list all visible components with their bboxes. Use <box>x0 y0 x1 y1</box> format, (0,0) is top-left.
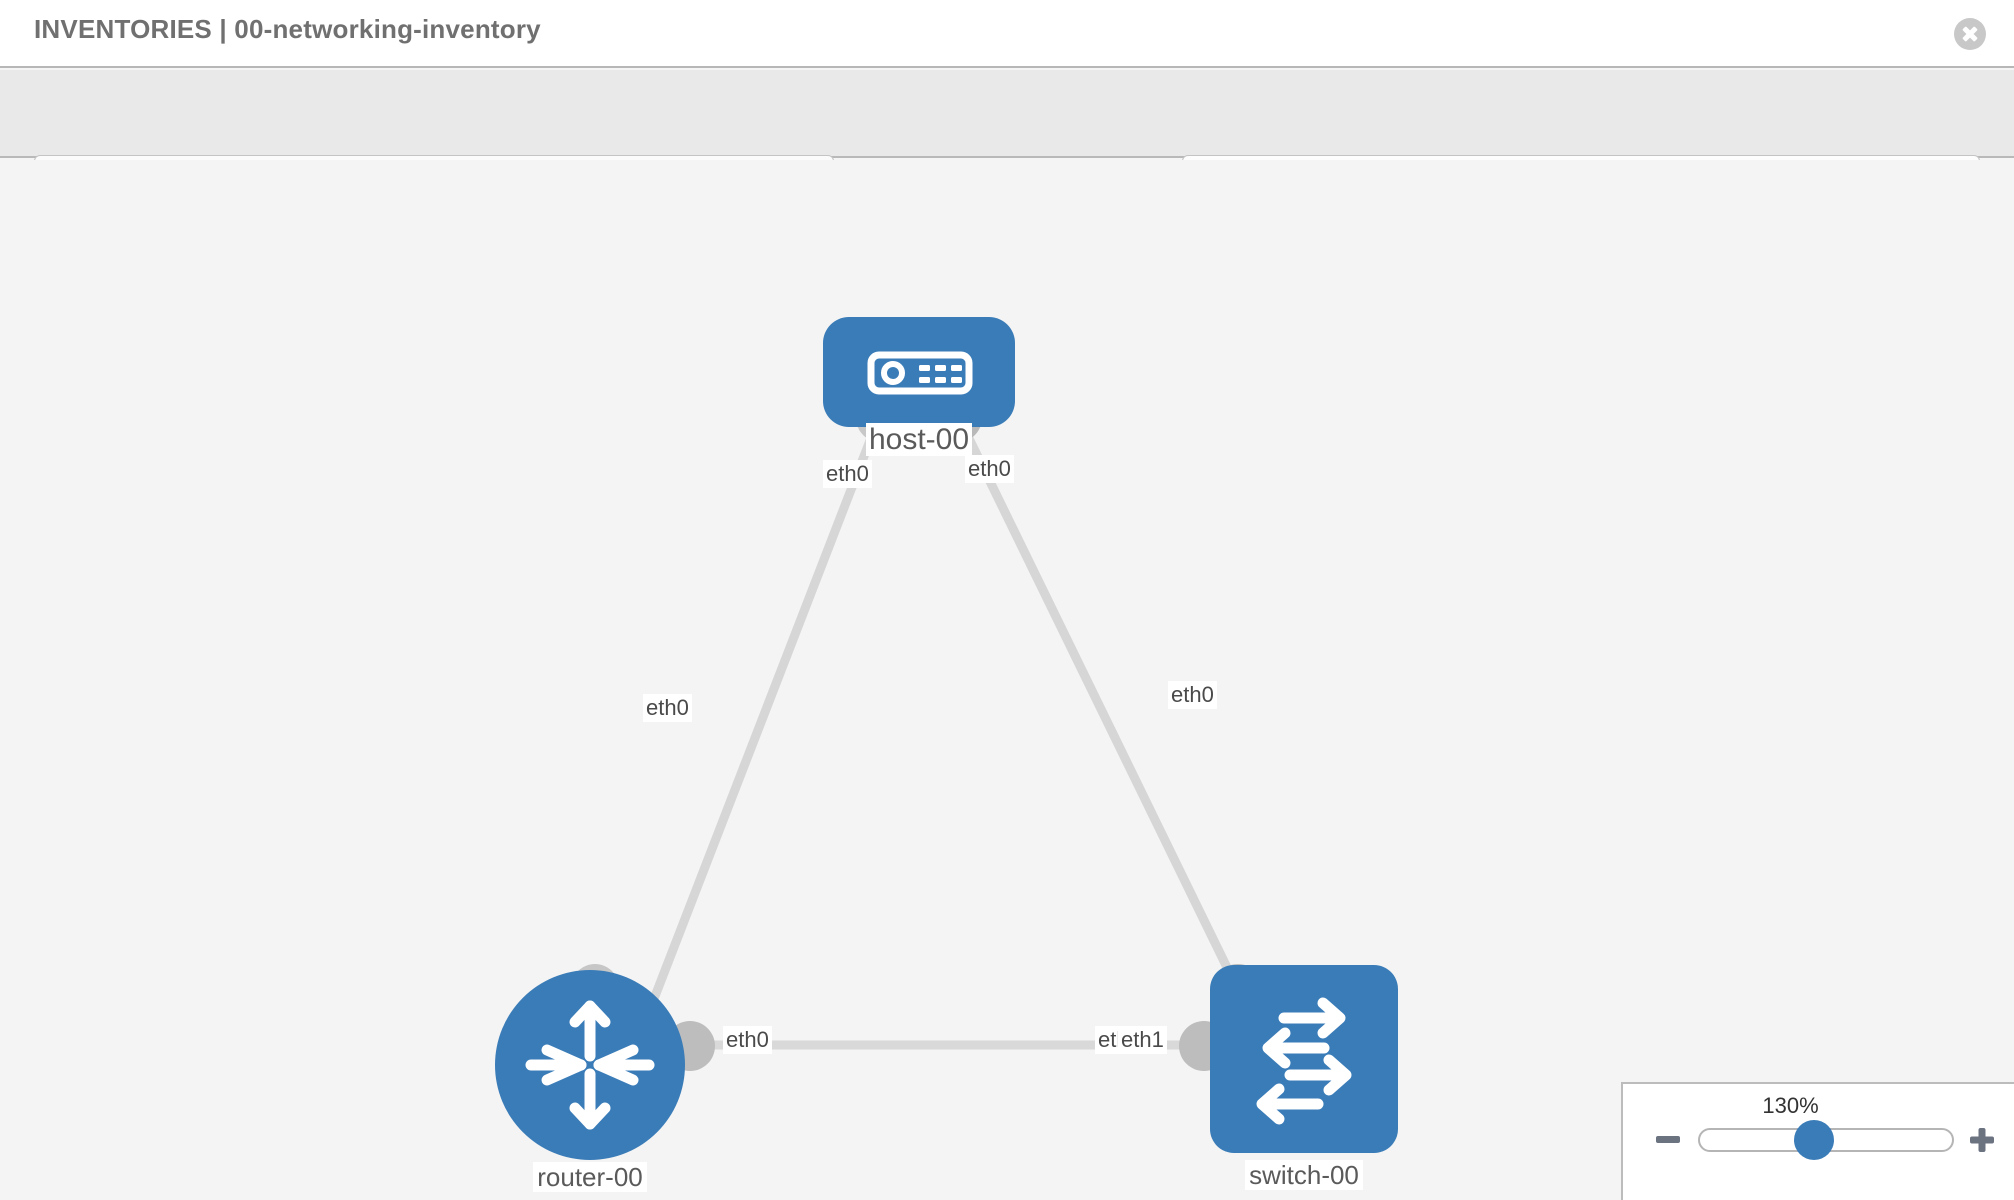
toolbar: ACTIONS SEARCH <box>0 70 2014 211</box>
iface-label-host-right: eth0 <box>965 455 1014 483</box>
zoom-slider-thumb[interactable] <box>1794 1120 1834 1160</box>
topology-links <box>571 394 1264 1071</box>
iface-label-router-right: eth0 <box>723 1026 772 1054</box>
link-host-router[interactable] <box>635 418 883 1037</box>
node-host-00[interactable]: host-00 <box>823 317 1015 456</box>
switch-icon <box>1256 997 1352 1125</box>
node-router-00[interactable]: router-00 <box>495 970 685 1192</box>
iface-label-switch-left: eth1 <box>1118 1026 1167 1054</box>
topology-canvas[interactable]: host-00 router-00 <box>0 160 2014 1200</box>
node-router-00-label: router-00 <box>485 1162 695 1193</box>
plus-icon[interactable] <box>1970 1128 1994 1152</box>
node-switch-00-label: switch-00 <box>1190 1160 1418 1191</box>
node-switch-00[interactable]: switch-00 <box>1210 965 1398 1190</box>
iface-label-router-up: eth0 <box>643 694 692 722</box>
router-icon <box>525 1000 655 1130</box>
zoom-level-label: 130% <box>1762 1093 1819 1118</box>
iface-label-host-left: eth0 <box>823 460 872 488</box>
node-switch-00-shape <box>1210 965 1398 1153</box>
node-host-00-shape <box>823 317 1015 427</box>
node-host-00-label: host-00 <box>803 423 1035 457</box>
link-host-switch[interactable] <box>955 418 1243 992</box>
page-header: INVENTORIES | 00-networking-inventory <box>0 0 2014 68</box>
minus-icon[interactable] <box>1656 1136 1680 1143</box>
iface-label-switch-up: eth0 <box>1168 681 1217 709</box>
zoom-panel: 130% <box>1621 1082 2014 1200</box>
page-title: INVENTORIES | 00-networking-inventory <box>34 14 541 44</box>
close-icon[interactable] <box>1954 18 1986 50</box>
server-icon <box>867 351 973 395</box>
